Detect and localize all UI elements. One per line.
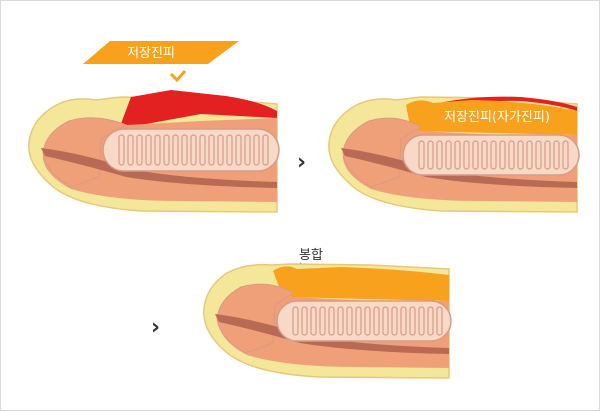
dark-band [41, 148, 277, 188]
tube-ridges [292, 306, 443, 336]
red-graft-thin [431, 96, 577, 111]
glans [216, 283, 294, 354]
glans [42, 117, 128, 188]
next-arrow-icon: › [297, 150, 306, 175]
down-chevron-icon [169, 70, 187, 83]
stage-2: 저장진피(자가진피) [328, 96, 580, 213]
dark-band [215, 314, 449, 354]
tube-ridges [418, 140, 569, 170]
graft-tag-label: 저장진피 [127, 46, 175, 61]
fusion-label: 봉합 [299, 248, 323, 263]
graft-tag-shape [83, 41, 239, 64]
dark-band [341, 148, 577, 188]
graft-autologous-label: 저장진피(자가진피) [444, 110, 550, 125]
orange-graft [273, 266, 449, 301]
stage-1: 저장진피 [28, 41, 280, 213]
stage-3: 봉합 [203, 248, 452, 379]
next-arrow-icon: › [151, 315, 160, 340]
glans [342, 117, 422, 188]
red-graft [119, 90, 277, 129]
tube-ridges [118, 134, 269, 166]
orange-graft [406, 100, 577, 135]
